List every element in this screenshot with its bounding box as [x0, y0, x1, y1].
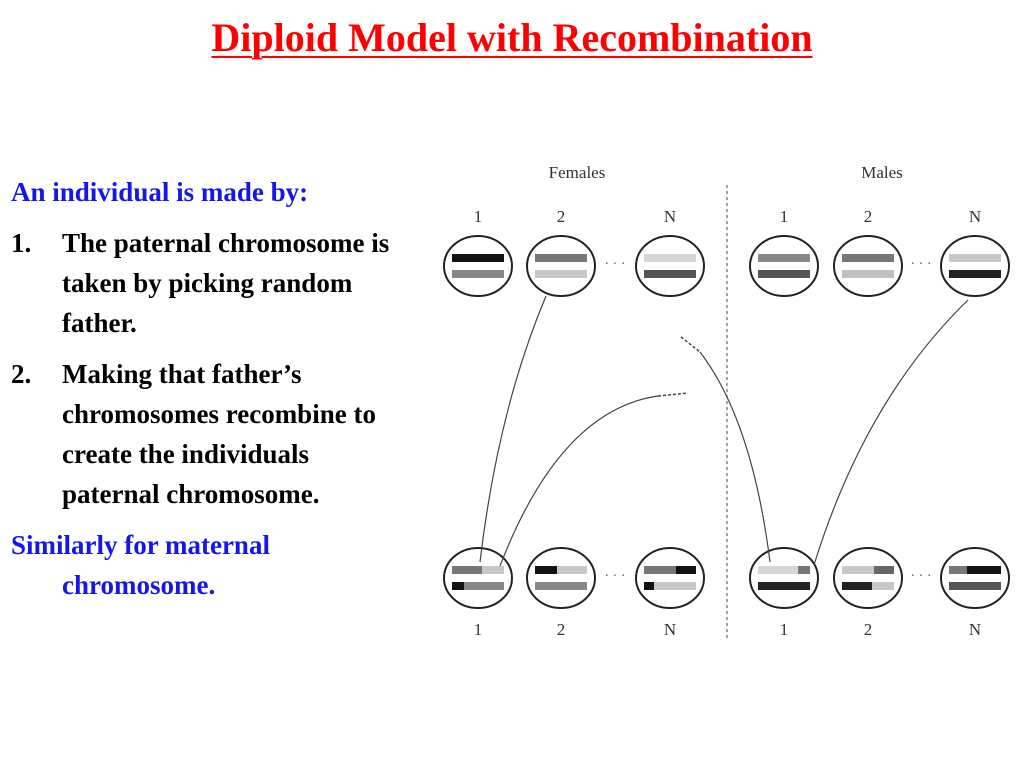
index-label-male-1: 1 [780, 207, 789, 226]
index-label-female-n: N [664, 207, 676, 226]
individual-female-1-top [443, 235, 513, 297]
index-label-female-2-bottom: 2 [557, 620, 566, 639]
individual-female-2-bottom [526, 547, 596, 609]
list-item: 2. Making that father’s chromosomes reco… [11, 354, 411, 514]
ellipsis-female-top: · · · [605, 257, 626, 272]
curve-malen-to-male1 [813, 299, 969, 566]
index-label-male-1-bottom: 1 [780, 620, 789, 639]
index-label-female-1: 1 [474, 207, 483, 226]
individual-male-2-top [833, 235, 903, 297]
individual-female-2-top [526, 235, 596, 297]
list-text: The paternal chromosome is taken by pick… [62, 228, 390, 338]
index-label-male-n: N [969, 207, 981, 226]
page-title: Diploid Model with Recombination [211, 15, 813, 60]
individual-male-2-bottom [833, 547, 903, 609]
curve-male1-dashed-tail [680, 336, 701, 353]
index-label-female-n-bottom: N [664, 620, 676, 639]
text-panel: An individual is made by: 1. The paterna… [11, 172, 411, 605]
list-text: Making that father’s chromosomes recombi… [62, 359, 376, 509]
list-item: 1. The paternal chromosome is taken by p… [11, 223, 411, 343]
closing-text: Similarly for maternal chromosome. [11, 530, 270, 600]
curve-female1-recombined [499, 395, 659, 567]
individual-male-n-top [940, 235, 1010, 297]
index-label-female-1-bottom: 1 [474, 620, 483, 639]
individual-female-1-bottom [443, 547, 513, 609]
ellipsis-female-bottom: · · · [605, 569, 626, 584]
individual-male-1-top [749, 235, 819, 297]
individual-male-n-bottom [940, 547, 1010, 609]
ellipsis-male-top: · · · [911, 257, 932, 272]
index-label-female-2: 2 [557, 207, 566, 226]
females-label: Females [549, 163, 606, 182]
individual-female-n-bottom [635, 547, 705, 609]
index-label-male-2-bottom: 2 [864, 620, 873, 639]
curve-female1-dashed-tail [657, 392, 689, 397]
intro-text: An individual is made by: [11, 177, 309, 207]
list-number: 2. [11, 359, 32, 389]
males-label: Males [861, 163, 903, 182]
ellipsis-male-bottom: · · · [911, 569, 932, 584]
index-label-male-2: 2 [864, 207, 873, 226]
index-label-male-n-bottom: N [969, 620, 981, 639]
curve-female2-to-female1 [479, 295, 547, 563]
list-number: 1. [11, 228, 32, 258]
curve-male1-recombined [699, 351, 771, 563]
individual-male-1-bottom [749, 547, 819, 609]
individual-female-n-top [635, 235, 705, 297]
